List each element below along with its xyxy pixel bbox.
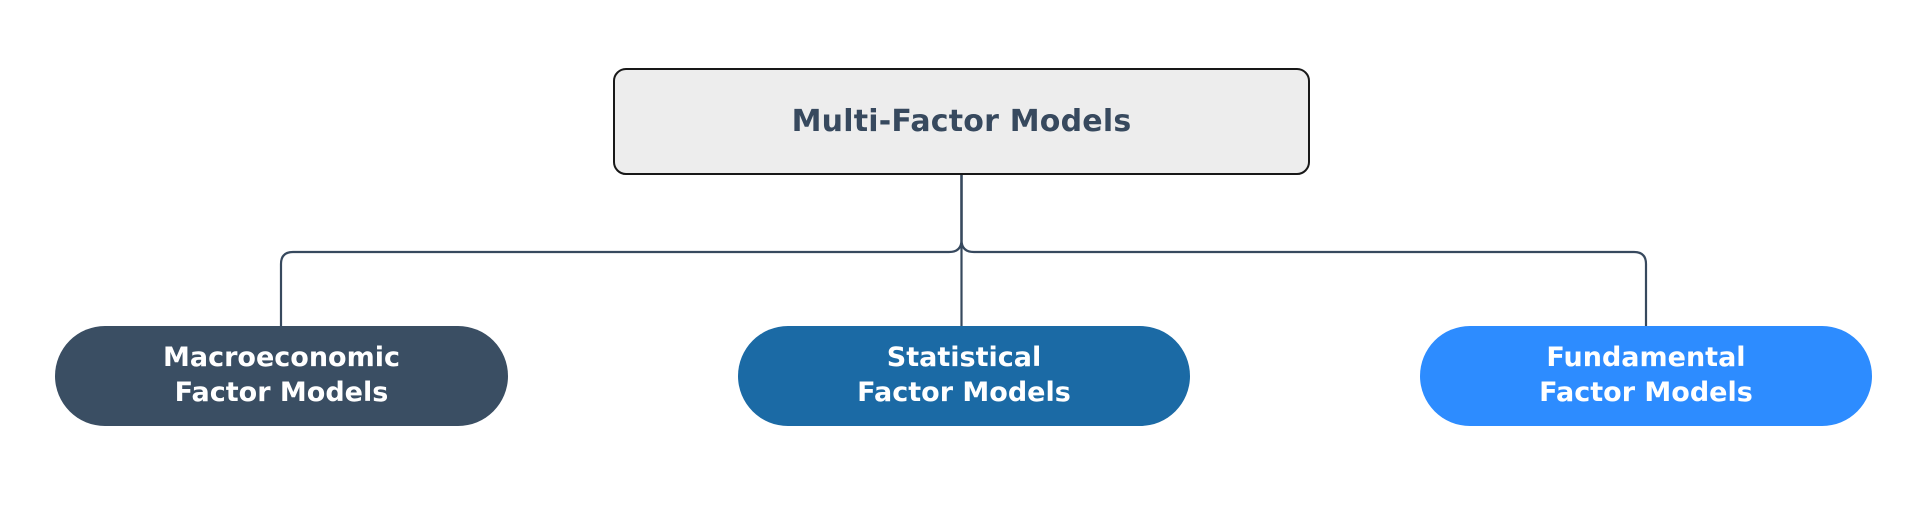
node-statistical-label: Statistical Factor Models [839, 341, 1089, 410]
node-fundamental-label-line2: Factor Models [1539, 377, 1753, 408]
edge-to-macroeconomic [279, 239, 963, 326]
node-root-label: Multi-Factor Models [791, 104, 1132, 139]
node-statistical-label-line2: Factor Models [857, 377, 1071, 408]
node-fundamental-label: Fundamental Factor Models [1521, 341, 1771, 410]
edge-to-fundamental [960, 239, 1648, 326]
node-multi-factor-models[interactable]: Multi-Factor Models [613, 68, 1310, 175]
node-macroeconomic-label-line1: Macroeconomic [163, 342, 400, 374]
node-macroeconomic-label-line2: Factor Models [174, 377, 389, 408]
node-fundamental-factor-models[interactable]: Fundamental Factor Models [1420, 326, 1872, 426]
node-macroeconomic-factor-models[interactable]: Macroeconomic Factor Models [55, 326, 508, 426]
node-statistical-factor-models[interactable]: Statistical Factor Models [738, 326, 1190, 426]
node-macroeconomic-label: Macroeconomic Factor Models [145, 341, 418, 410]
node-fundamental-label-line1: Fundamental [1546, 342, 1746, 374]
node-statistical-label-line1: Statistical [886, 342, 1042, 374]
